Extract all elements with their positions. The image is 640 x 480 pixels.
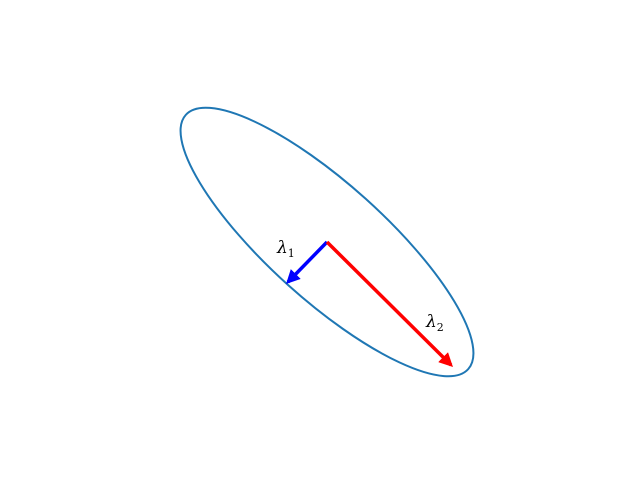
covariance-ellipse (179, 106, 475, 378)
lambda1-label: λ1 (276, 238, 295, 260)
lambda2-symbol: λ (425, 312, 437, 332)
eigenvector-lambda2-arrow (325, 240, 453, 367)
lambda1-subscript: 1 (288, 247, 295, 260)
lambda2-subscript: 2 (437, 321, 444, 334)
eigenvector-lambda1-arrow (286, 240, 329, 285)
lambda1-symbol: λ (276, 238, 288, 258)
lambda2-label: λ2 (425, 312, 444, 334)
